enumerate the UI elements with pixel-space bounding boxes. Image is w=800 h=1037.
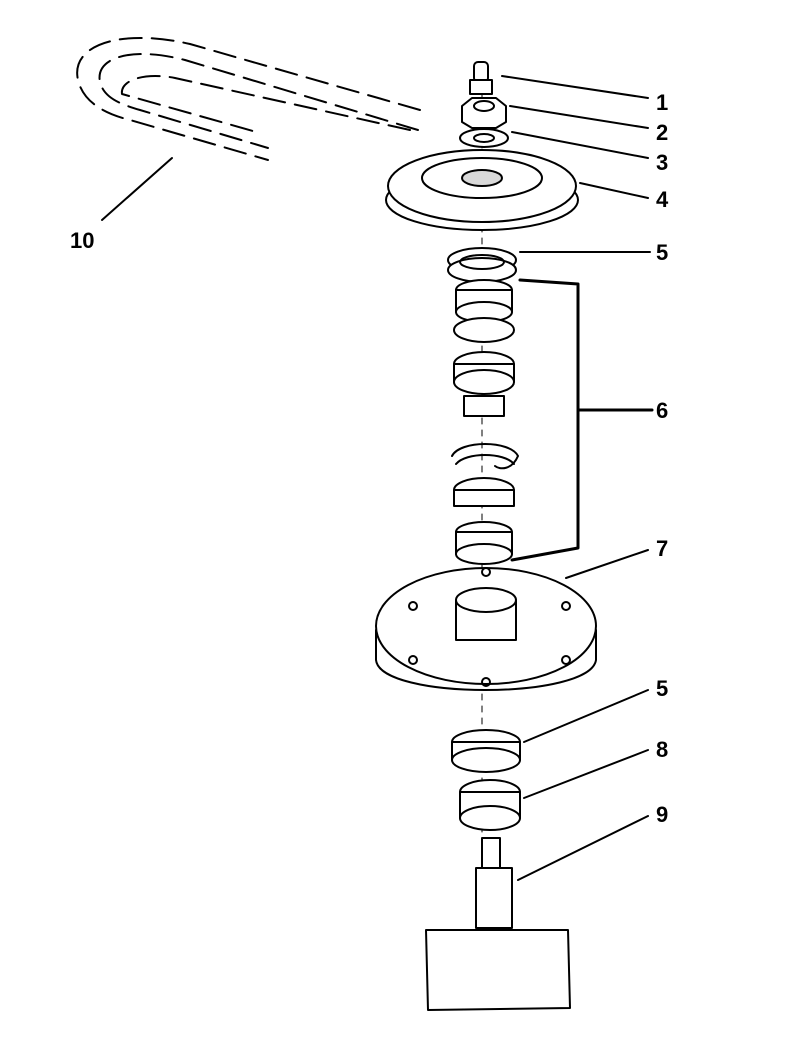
callout-8: 8 (656, 737, 668, 762)
bearing-set-part (451, 278, 654, 565)
callout-1: 1 (656, 90, 668, 115)
washer-part (459, 128, 509, 148)
nut-part (461, 97, 507, 129)
callout-5-lower: 5 (656, 676, 668, 701)
spindle-shaft-part (425, 837, 571, 1011)
callout-3: 3 (656, 150, 668, 175)
spindle-housing-part (375, 567, 597, 691)
seal-lower-part (451, 729, 521, 773)
callout-10: 10 (70, 228, 94, 253)
grease-fitting-part (469, 61, 493, 95)
callout-6: 6 (656, 398, 668, 423)
callout-7: 7 (656, 536, 668, 561)
seal-upper-part (447, 247, 517, 283)
leader-lines (101, 75, 651, 881)
callout-4: 4 (656, 187, 669, 212)
callout-9: 9 (656, 802, 668, 827)
bearing-lower-part (459, 779, 521, 831)
belt-part (76, 37, 421, 161)
pulley-part (385, 149, 579, 231)
callout-2: 2 (656, 120, 668, 145)
callout-5-upper: 5 (656, 240, 668, 265)
